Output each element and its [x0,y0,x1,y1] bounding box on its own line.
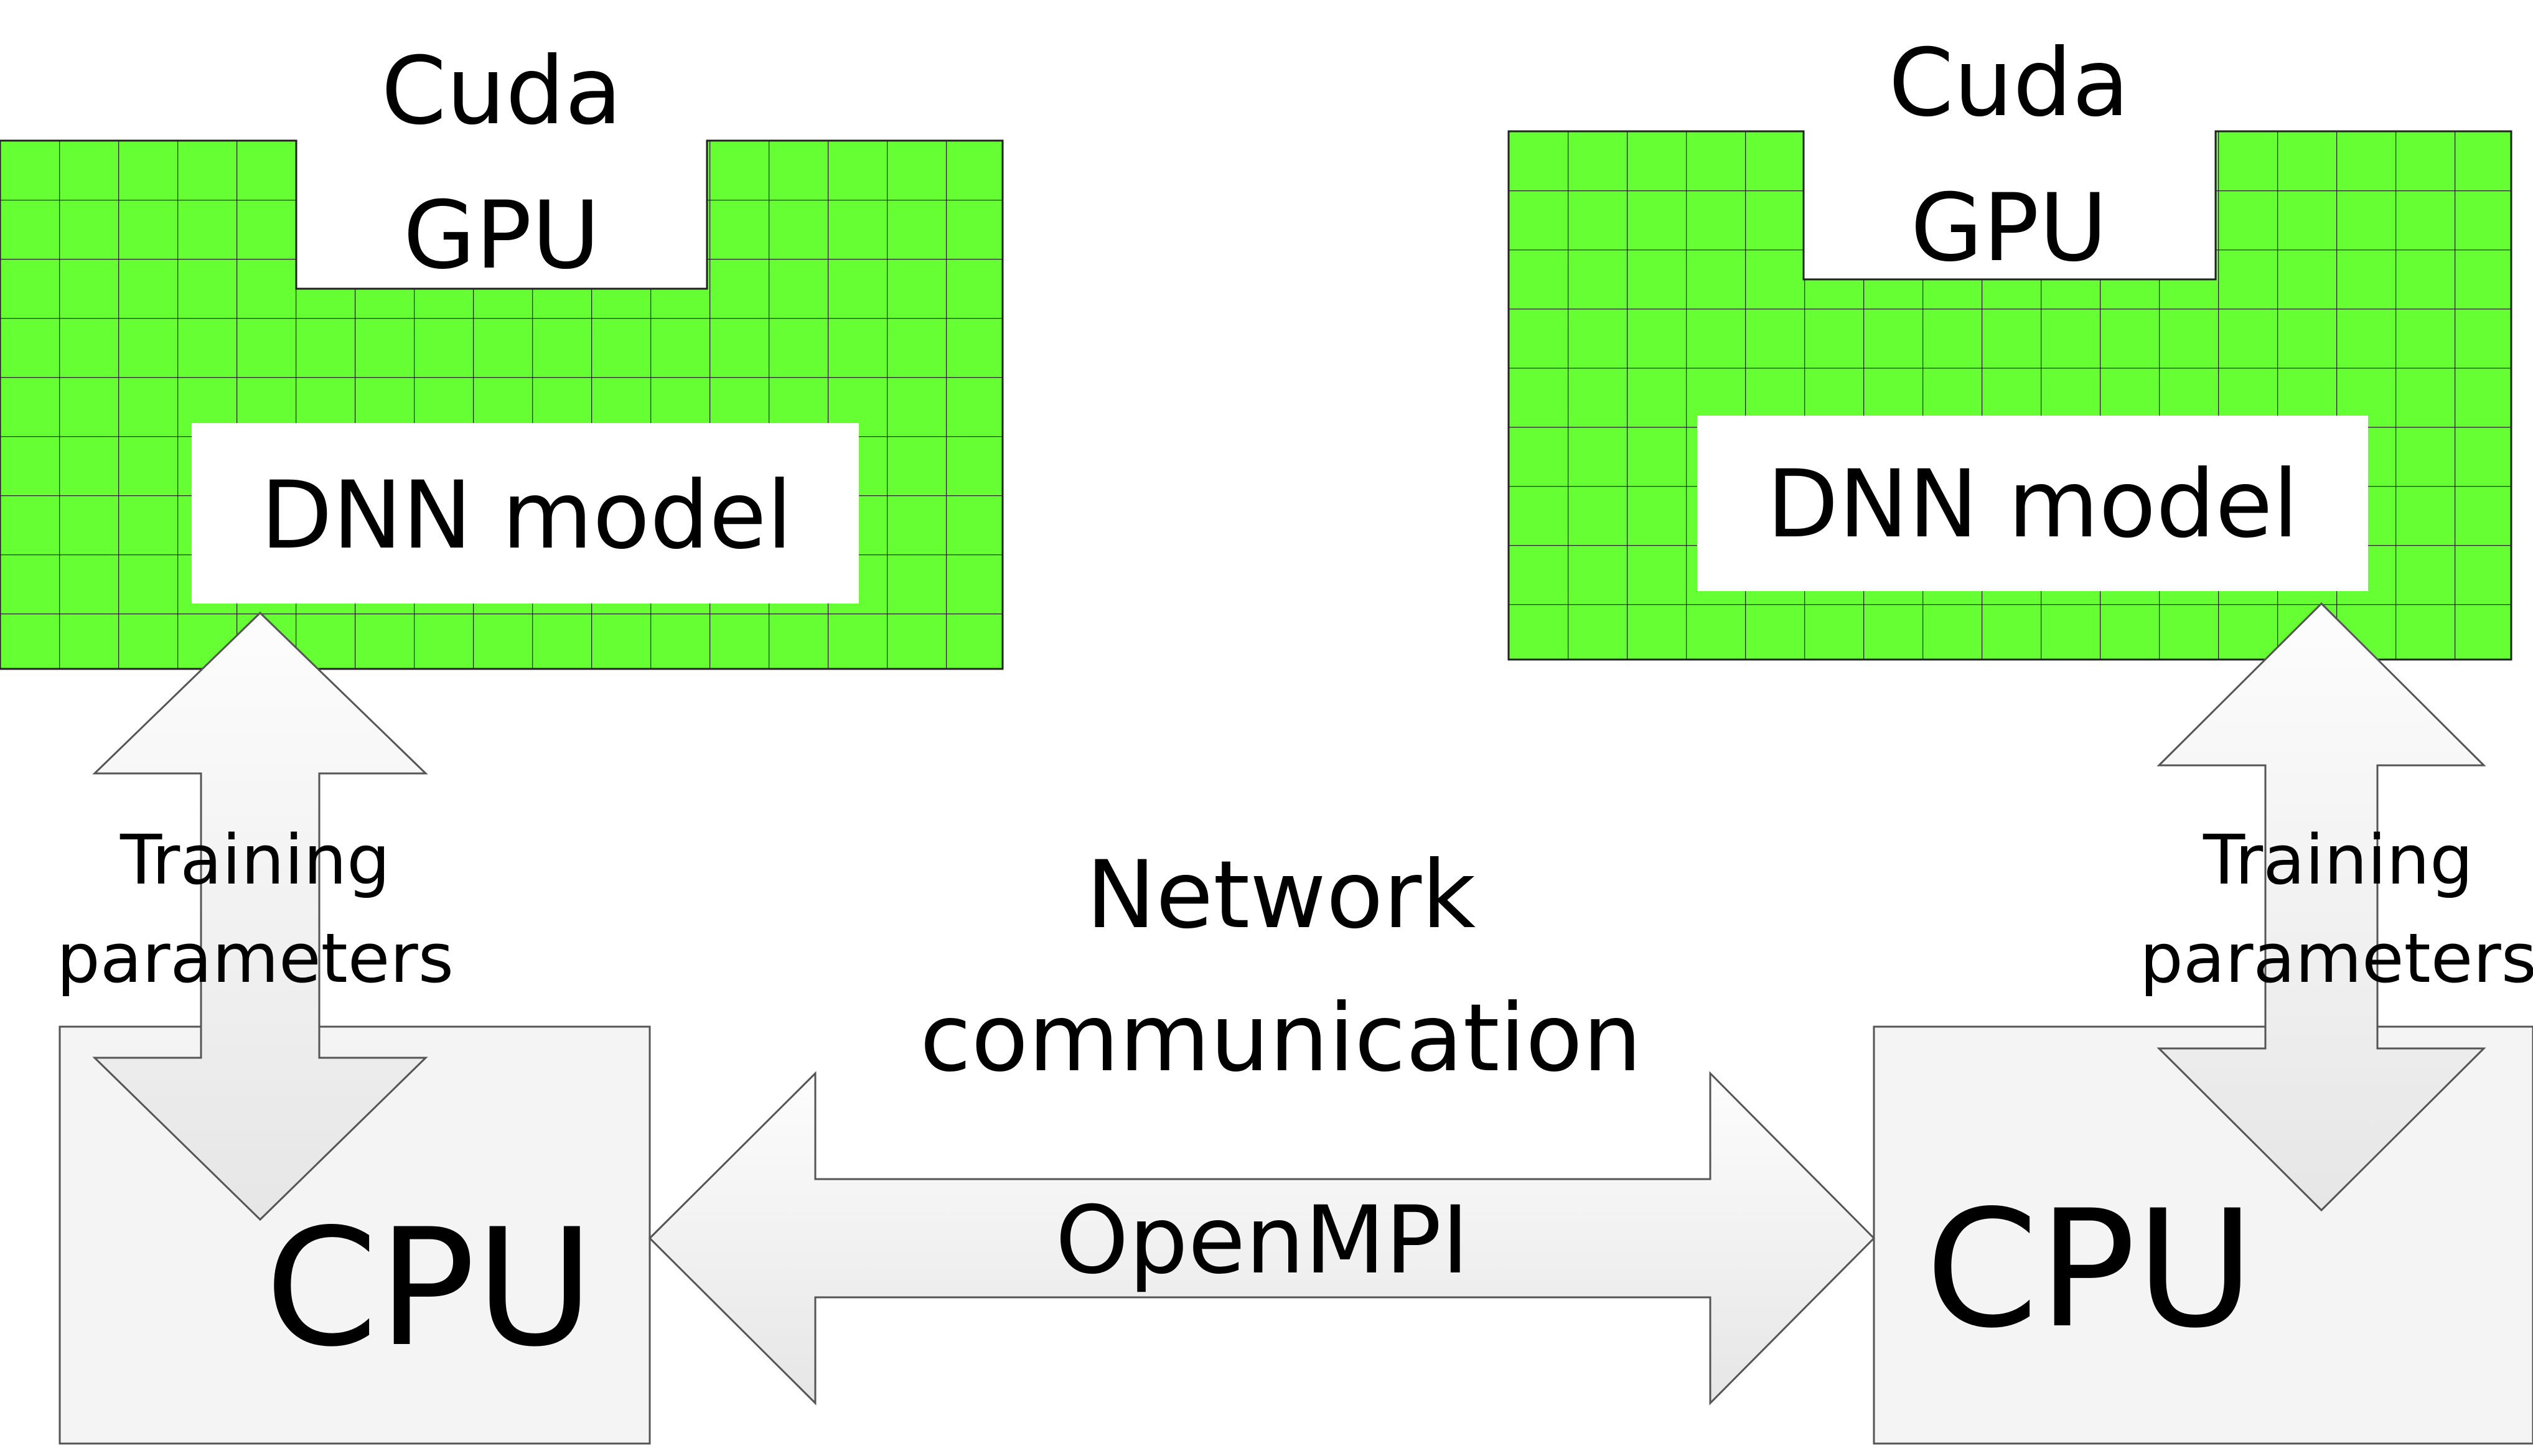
right-gpu-label-line1: Cuda [1889,29,2130,138]
network-label-line2: communication [920,984,1642,1093]
network-label-line1: Network [1086,841,1476,950]
left-cpu-label: CPU [265,1195,594,1383]
network-link: Network communication OpenMPI [648,841,1876,1406]
right-dnn-model-box [1697,416,2368,591]
right-node: Cuda GPU DNN model Training parameters C… [1507,29,2533,1445]
left-node: Cuda GPU DNN model Training parameters C… [0,37,1004,1445]
right-training-parameters-arrow [2156,602,2486,1212]
right-cpu-label: CPU [1926,1176,2255,1364]
right-gpu-label-line2: GPU [1911,174,2107,282]
left-dnn-model-box [192,423,859,604]
openmpi-label: OpenMPI [1056,1187,1469,1295]
right-training-label-line2: parameters [2140,918,2533,998]
left-gpu-label-line2: GPU [403,182,600,290]
left-gpu-label-line1: Cuda [382,37,622,146]
right-dnn-model-label: DNN model [1767,450,2299,559]
left-training-label-line2: parameters [57,918,454,998]
left-training-parameters-arrow [92,611,428,1221]
left-dnn-model-label: DNN model [261,462,793,570]
network-communication-arrow [648,1071,1876,1406]
right-training-label-line1: Training [2203,820,2473,900]
left-training-label-line1: Training [119,820,390,900]
